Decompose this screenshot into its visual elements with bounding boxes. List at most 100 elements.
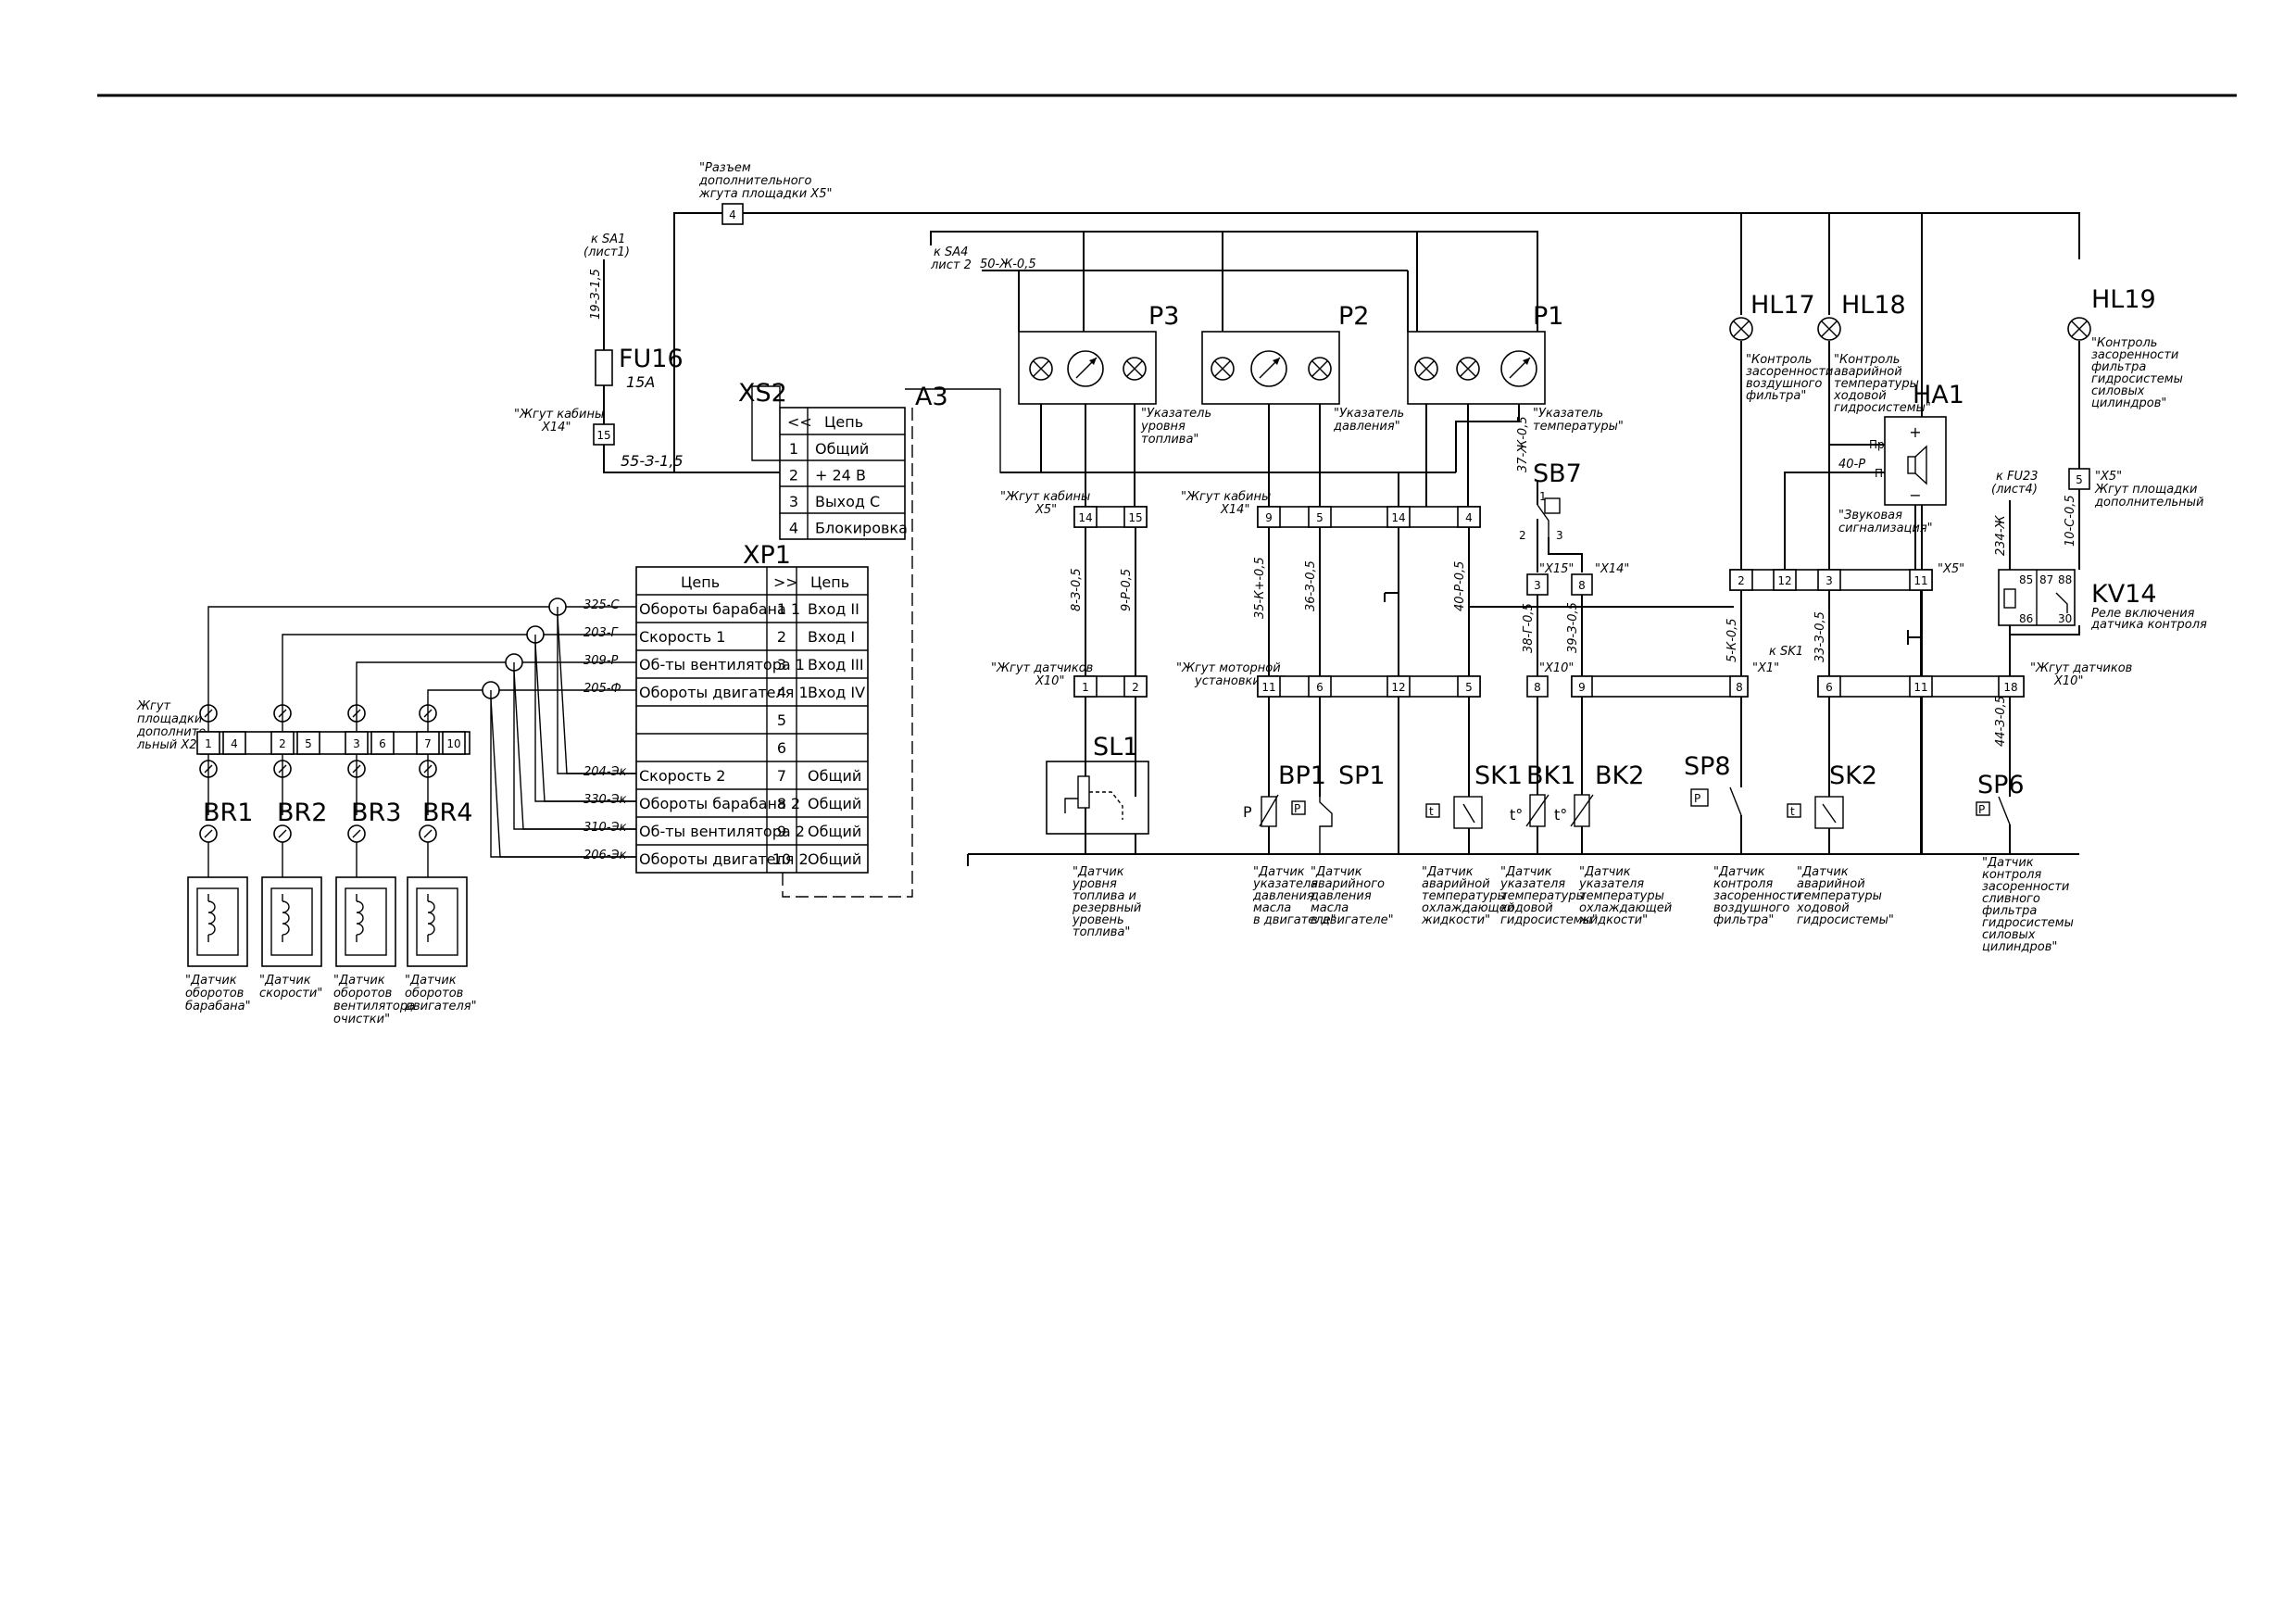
p3-label: P3 [1148,302,1179,331]
terminal-label: 4 [1465,511,1473,524]
bk1-bk2-sensors: BK1 BK2 t° t° "Датчикуказателятемператур… [1499,697,1672,927]
kv14-pin: 88 [2058,573,2072,586]
xp1-label: XP1 [743,541,791,570]
x28-pin: 2 [279,737,286,750]
hl18-desc: ходовой [1833,389,1887,403]
x28-pin-box [222,731,246,755]
x28-pin-box [370,731,395,755]
bp1-desc: "Датчик [1253,865,1305,879]
bk2-desc: "Датчик [1579,865,1631,879]
sb7-pin: 1 [1539,490,1547,503]
wire-37-label: 37-Ж-0,5 [1516,416,1530,472]
br-desc: оборотов [405,987,463,1000]
hl19-desc: "Контроль [2091,336,2157,350]
p2-label: P2 [1338,302,1369,331]
sp6-desc: цилиндров" [1982,940,2057,954]
svg-text:>>: >> [773,573,798,591]
terminal-label: 12 [1777,574,1791,587]
x28-pin: 10 [446,737,460,750]
x28-pin: 7 [424,737,432,750]
label-line: дополнительного [698,174,811,188]
x28-pin-box [442,731,466,755]
temp-indicator-label: "Указатель [1533,407,1603,421]
sp6-desc: сливного [1982,892,2040,906]
br-sensors: BR1"Датчикоборотовбарабана"BR2"Датчикско… [185,704,477,1026]
ha1-buzzer: HA1 + − Пр П 40-Р "Звуковая сигнализация… [1784,381,1964,570]
wire-19-label: 19-З-1,5 [589,269,603,320]
xp1-right-circuit: Общий [808,850,861,868]
sp8-desc: воздушного [1713,901,1789,915]
sb7-pin: 2 [1519,529,1526,542]
sb7-label: SB7 [1533,459,1582,488]
sp1-desc: в двигателе" [1311,913,1394,927]
x28-label: льный X28 [136,738,205,752]
terminal-label: 5 [1316,511,1324,524]
kv14-relay: к FU23 (лист4) 234-Ж 85 86 87 88 30 KV14… [1991,470,2207,676]
fuel-indicator-label: уровня [1140,420,1186,434]
bp1-sp1-sensors: BP1 SP1 P P "Датчикуказателядавлениямасл… [1243,697,1394,927]
xp1-return-wire [513,662,636,830]
label-line: "Разъем [699,161,751,175]
terminal-label: 14 [1391,511,1405,524]
sk2-desc: гидросистемы" [1797,913,1894,927]
terminal-label: 12 [1391,681,1405,694]
sp1-desc: аварийного [1311,877,1385,891]
x28-label: дополнитe- [136,725,210,739]
bp1-desc: давления [1252,889,1314,903]
sp6-sensor: SP6 44-З-0,5 P "Датчикконтролязасореннос… [1976,696,2074,954]
terminal-label: 5 [2076,473,2083,486]
cab-x14-label: X14" [1220,503,1249,517]
terminal-label: 6 [1316,681,1324,694]
mid-wire-labels: 8-З-0,5 9-Р-0,5 35-К+-0,5 36-З-0,5 40-Р-… [1070,557,1467,619]
p1-label: P1 [1533,302,1563,331]
xs2-circuit: + 24 В [815,467,866,484]
to-sa4-label: лист 2 [930,258,972,272]
sp6-desc: гидросистемы [1982,916,2074,930]
x10-right-terminals: 6 11 18 "Жгут датчиков X10" [1817,661,2132,698]
terminal-label: 14 [1078,511,1092,524]
hl19-lamp: HL19 "Контроль засоренности фильтра гидр… [2064,285,2203,567]
xs2-pin: 4 [789,520,798,537]
x28-label: Жгут [136,699,171,713]
bk2-desc: жидкости" [1578,913,1648,927]
x15-label: "X15" [1539,562,1574,576]
xp1-return-wire [490,690,636,858]
plug-symbol [419,824,437,843]
bk2-label: BK2 [1595,761,1644,790]
xp1-left-circuit: Скорость 1 [639,628,725,646]
sound-alarm-label: "Звуковая [1838,509,1902,522]
coil-icon [187,876,248,967]
terminal-label: 5 [1465,681,1473,694]
svg-text:P: P [1294,802,1300,815]
sp6-desc: засоренности [1982,880,2069,894]
sk2-sensor: SK2 t "Датчикаварийнойтемпературыходовой… [1787,697,1894,927]
hl17-desc: засоренности [1746,365,1833,379]
sk1-desc: "Датчик [1422,865,1474,879]
xp1-pin: 1 [777,600,786,618]
sp8-sensor: SP8 P "Датчикконтролязасоренностивоздушн… [1684,697,1800,927]
x5-label: "X5" [1938,562,1964,576]
cab-harness-label: "Жгут кабины [514,408,604,421]
x5-terminal-4: 4 [674,203,744,225]
sk1-desc: аварийной [1422,877,1490,891]
to-sa1-label: (лист1) [583,245,630,259]
terminal-4-label: 4 [729,208,736,221]
svg-text:+: + [1909,423,1921,441]
sa4-feed: к SA4 лист 2 50-Ж-0,5 [930,245,1409,332]
bk1-desc: ходовой [1499,901,1553,915]
sp1-label: SP1 [1338,761,1386,790]
wire-40p-label: 40-Р [1838,458,1865,472]
sp6-label: SP6 [1977,771,2025,799]
cab-x5-label: "Жгут кабины [1000,490,1090,504]
svg-text:−: − [1909,486,1921,504]
terminal-label: 8 [1736,681,1743,694]
xp1-return-wire [534,635,636,802]
x1-label-short: "X1" [1752,661,1779,675]
plug-symbol [347,824,366,843]
x28-pin: 4 [231,737,238,750]
cab-harness-label: X14" [541,421,571,434]
xs2-circuit: Выход С [815,493,880,510]
xs2-pin: 2 [789,467,798,484]
xp1-wire [282,634,636,732]
to-sa4-label: к SA4 [934,245,968,259]
